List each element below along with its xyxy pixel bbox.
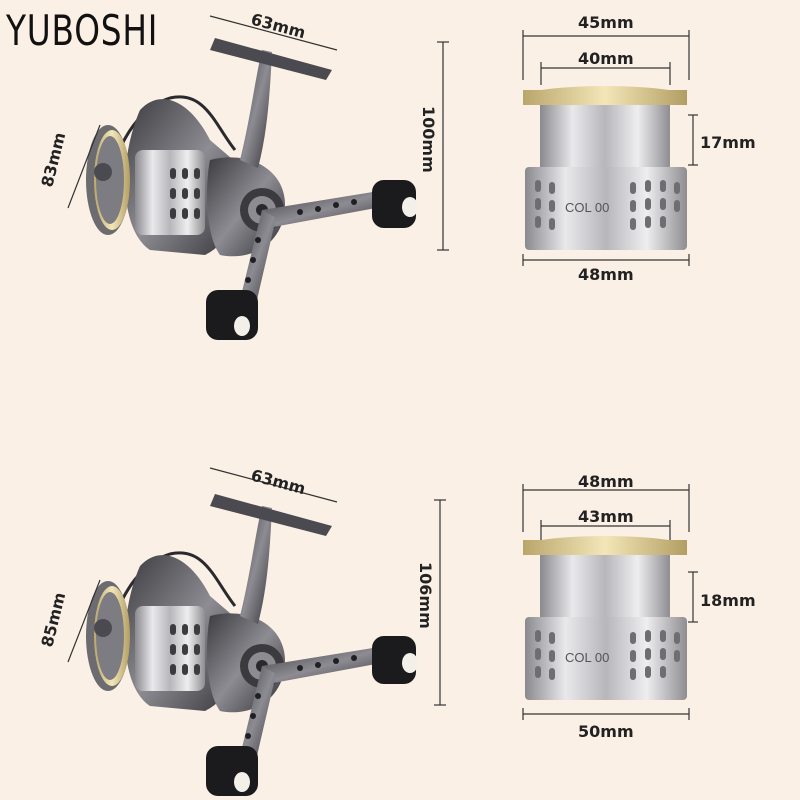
spool-diameter-label: 83mm xyxy=(37,130,69,189)
handle-width-label: 63mm xyxy=(249,10,308,43)
spool-diameter-label: 85mm xyxy=(37,590,69,649)
middle-height-label: 17mm xyxy=(700,133,756,152)
bottom-label: 50mm xyxy=(578,722,634,741)
handle-width-label: 63mm xyxy=(249,466,308,499)
spool-2-dims: 48mm 43mm 18mm 50mm xyxy=(522,472,756,741)
middle-height-label: 18mm xyxy=(700,591,756,610)
top-outer-label: 48mm xyxy=(578,472,634,491)
reel-1 xyxy=(84,36,420,342)
spool-engraving: COL 00 xyxy=(565,650,609,665)
top-inner-label: 43mm xyxy=(578,507,634,526)
top-outer-label: 45mm xyxy=(578,13,634,32)
top-inner-label: 40mm xyxy=(578,49,634,68)
spool-engraving: COL 00 xyxy=(565,200,609,215)
spool-1-dims: 45mm 40mm 17mm 48mm xyxy=(522,13,756,284)
height-label: 100mm xyxy=(419,106,438,173)
bottom-label: 48mm xyxy=(578,265,634,284)
brand-logo: YUBOSHI xyxy=(6,6,159,55)
spool-2: COL 00 xyxy=(523,536,687,700)
spool-1: COL 00 xyxy=(523,86,687,250)
height-label: 106mm xyxy=(416,562,435,629)
reel-2 xyxy=(84,492,420,798)
